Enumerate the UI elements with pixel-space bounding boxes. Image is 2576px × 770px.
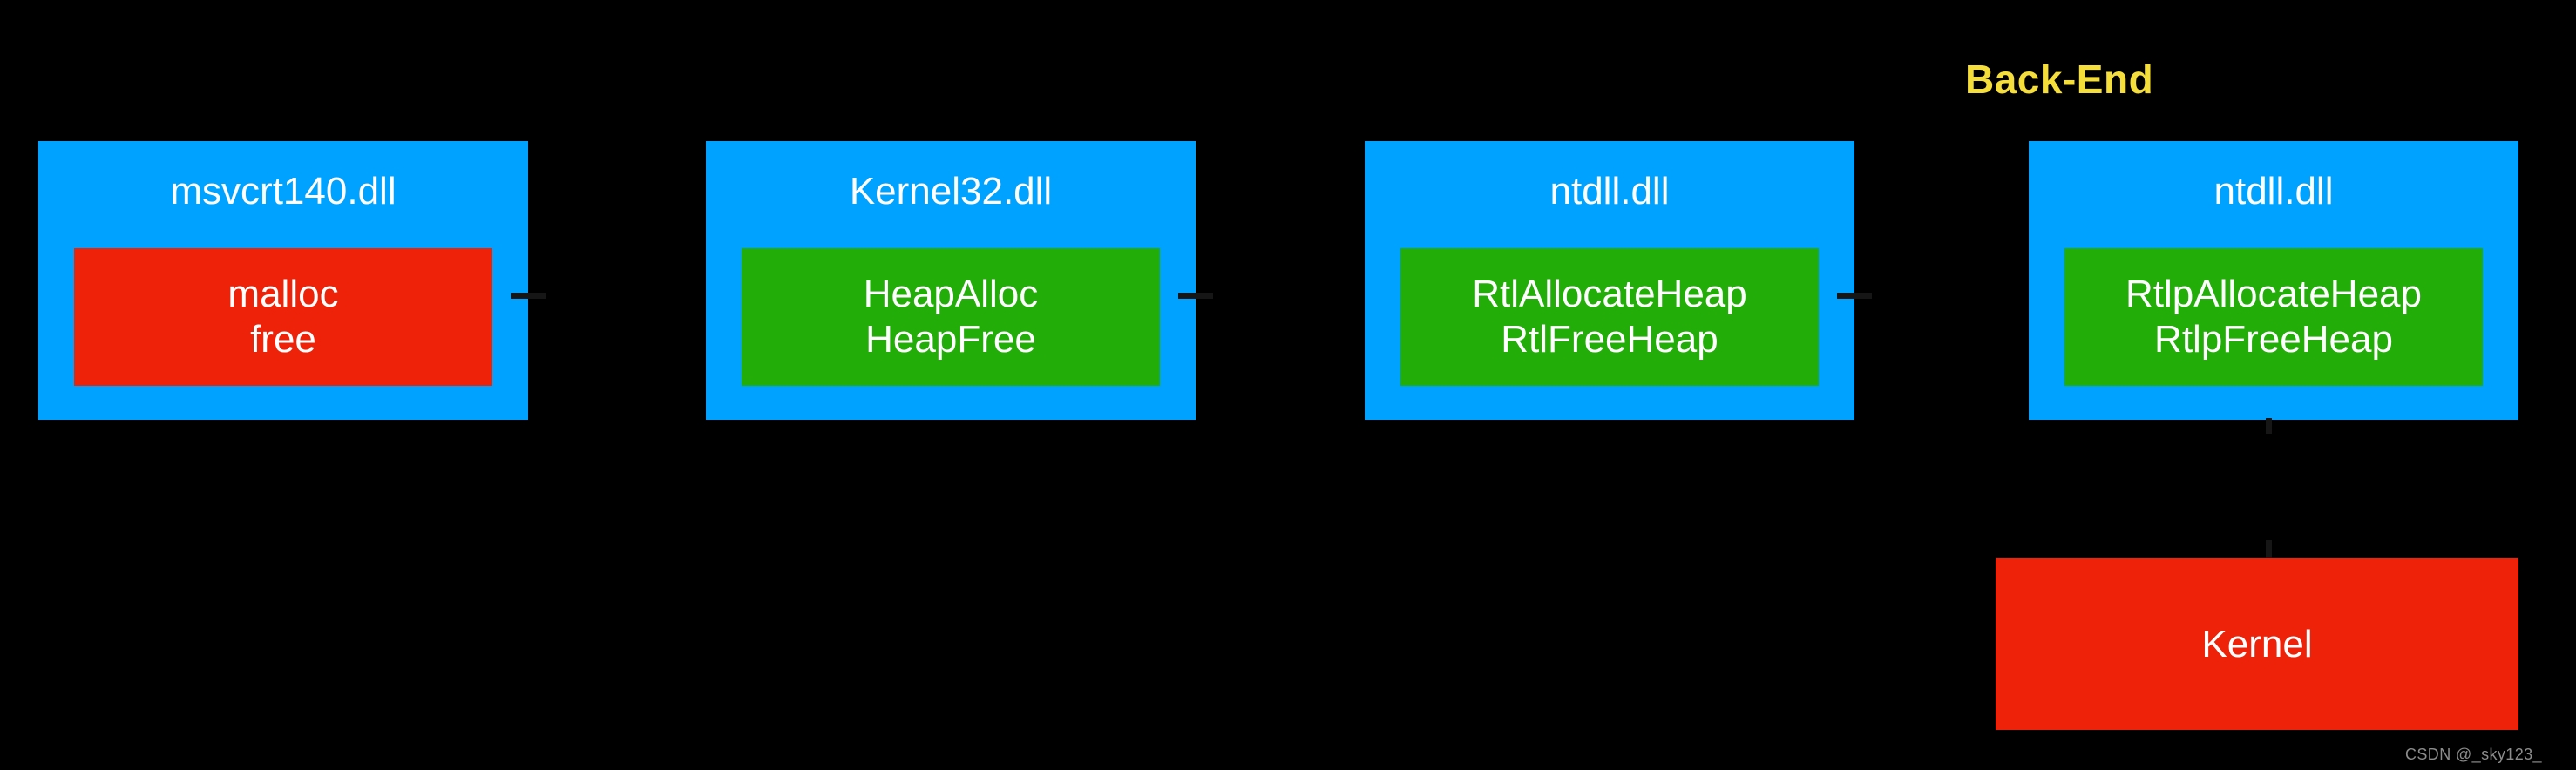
watermark-credit: CSDN @_sky123_	[2405, 746, 2542, 763]
connector-kernel32-to-ntdll-rtl	[1178, 293, 1213, 299]
section-title-back-end: Back-End	[1965, 57, 2154, 102]
connector-ntdll-rtlp-to-kernel-top	[2266, 418, 2272, 434]
connector-ntdll-rtl-to-ntdll-rtlp	[1837, 293, 1872, 299]
api-function-rtlallocateheap: RtlAllocateHeap	[1472, 273, 1747, 316]
api-function-heapalloc: HeapAlloc	[863, 273, 1039, 316]
kernel-label: Kernel	[2201, 622, 2313, 665]
kernel-box[interactable]: Kernel	[1996, 558, 2518, 730]
api-box-ntdll-rtl[interactable]: RtlAllocateHeap RtlFreeHeap	[1400, 248, 1819, 386]
connector-msvcrt140-to-kernel32	[511, 293, 546, 299]
api-box-kernel32[interactable]: HeapAlloc HeapFree	[742, 248, 1160, 386]
api-function-rtlpfreeheap: RtlpFreeHeap	[2154, 318, 2393, 361]
api-box-msvcrt140[interactable]: malloc free	[74, 248, 492, 386]
api-function-heapfree: HeapFree	[865, 318, 1036, 361]
api-function-rtlpallocateheap: RtlpAllocateHeap	[2125, 273, 2422, 316]
api-box-ntdll-rtlp[interactable]: RtlpAllocateHeap RtlpFreeHeap	[2064, 248, 2483, 386]
api-function-malloc: malloc	[227, 273, 339, 316]
module-title-ntdll-rtl: ntdll.dll	[1549, 170, 1670, 213]
connector-ntdll-rtlp-to-kernel-bottom	[2266, 540, 2272, 561]
module-title-msvcrt140: msvcrt140.dll	[170, 170, 397, 213]
api-function-rtlfreeheap: RtlFreeHeap	[1501, 318, 1718, 361]
api-function-free: free	[250, 318, 316, 361]
module-title-kernel32: Kernel32.dll	[849, 170, 1053, 213]
module-title-ntdll-rtlp: ntdll.dll	[2213, 170, 2334, 213]
